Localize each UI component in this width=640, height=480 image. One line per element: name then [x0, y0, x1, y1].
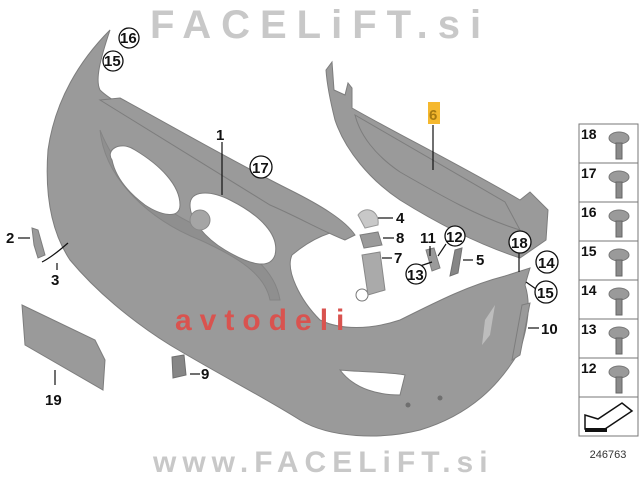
fastener-18-icon: [608, 131, 630, 160]
fastener-12-icon: [608, 365, 630, 394]
callout-5: 5: [476, 252, 484, 269]
fastener-cell-16: 16: [578, 201, 639, 242]
callout-3: 3: [51, 272, 59, 289]
front-bumper-part-1: [46, 29, 531, 437]
trim-part-10: [511, 302, 531, 362]
callout-17: 17: [252, 160, 269, 177]
fastener-16-icon: [608, 209, 630, 238]
fastener-number: 13: [581, 321, 597, 337]
fastener-number: 17: [581, 165, 597, 181]
fastener-13-icon: [608, 326, 630, 355]
part-8: [359, 231, 383, 249]
part-5: [449, 247, 463, 277]
callout-15-top: 15: [104, 53, 121, 70]
direction-arrow-cell: [578, 396, 639, 437]
callout-4: 4: [396, 210, 405, 227]
fastener-14-icon: [608, 287, 630, 316]
fastener-cell-14: 14: [578, 279, 639, 320]
callout-13: 13: [407, 267, 424, 284]
fastener-cell-17: 17: [578, 162, 639, 203]
fastener-number: 14: [581, 282, 597, 298]
callout-6-highlight: [428, 102, 440, 124]
fastener-15-icon: [608, 248, 630, 277]
fasteners-panel: 18 17 16 15 14 13 12: [578, 123, 639, 437]
callout-10: 10: [541, 321, 558, 338]
callout-11: 11: [420, 230, 436, 247]
fastener-number: 18: [581, 126, 597, 142]
callout-9: 9: [201, 366, 209, 383]
fastener-cell-15: 15: [578, 240, 639, 281]
watermark-brand: FACELiFT.si: [150, 3, 491, 47]
watermark-url: www.FACELiFT.si: [152, 446, 494, 479]
callout-6: 6: [429, 107, 437, 124]
fastener-number: 16: [581, 204, 597, 220]
callout-18: 18: [511, 235, 528, 252]
spoiler-part-6: [325, 60, 549, 259]
fastener-17-icon: [608, 170, 630, 199]
fastener-number: 12: [581, 360, 597, 376]
fastener-cell-12: 12: [578, 357, 639, 398]
callout-15-right: 15: [537, 285, 554, 302]
circled-callouts: 16 15 17 12 13 18 14 15: [102, 27, 559, 304]
fastener-number: 15: [581, 243, 597, 259]
part-7: [361, 251, 386, 296]
diagram-number: 246763: [590, 449, 627, 461]
callout-16: 16: [120, 30, 137, 47]
cable-part-3: [41, 242, 69, 263]
callout-19: 19: [45, 392, 62, 409]
fastener-cell-13: 13: [578, 318, 639, 359]
part-11: [425, 247, 441, 272]
licence-plate-holder-part-19: [21, 304, 106, 391]
callout-12: 12: [446, 229, 463, 246]
cover-part-4: [357, 209, 379, 229]
callout-2: 2: [6, 230, 14, 247]
part-9: [171, 354, 187, 379]
callout-7: 7: [394, 250, 402, 267]
bracket-part-2: [31, 227, 46, 259]
fastener-cell-18: 18: [578, 123, 639, 164]
callout-8: 8: [396, 230, 404, 247]
watermark-sub: avtodeli: [175, 304, 352, 337]
leader-lines: [18, 125, 539, 385]
callout-14: 14: [538, 255, 555, 272]
callout-1: 1: [216, 127, 224, 144]
